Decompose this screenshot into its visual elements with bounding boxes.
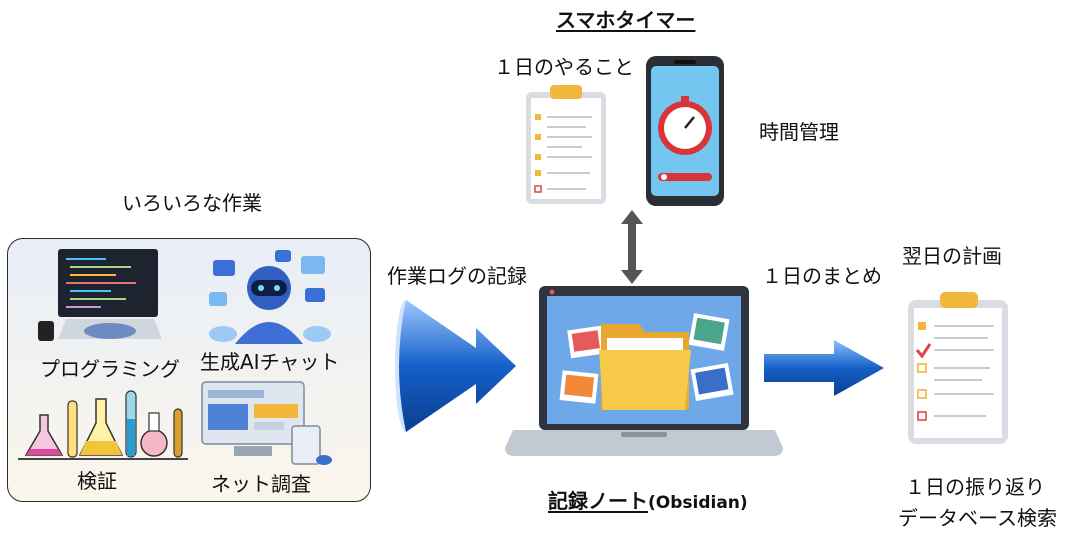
- various-work-label: いろいろな作業: [122, 191, 262, 215]
- daily-summary-label: １日のまとめ: [762, 264, 882, 288]
- ai-robot-icon: [209, 250, 331, 344]
- notebook-sub-label: (Obsidian): [648, 493, 748, 513]
- notebook-title: 記録ノート(Obsidian): [548, 491, 748, 512]
- programming-label: プログラミング: [40, 357, 180, 381]
- plan-clipboard-icon: [908, 292, 1008, 444]
- todo-label: １日のやること: [494, 55, 634, 79]
- programming-icon: [38, 249, 162, 341]
- daily-review-label: １日の振り返り: [905, 475, 1045, 499]
- net-research-label: ネット調査: [211, 472, 311, 496]
- verification-label: 検証: [77, 469, 117, 493]
- smartphone-timer-icon: [646, 56, 724, 206]
- double-arrow-icon: [621, 210, 643, 284]
- database-search-label: データベース検索: [898, 506, 1057, 530]
- web-research-icon: [201, 381, 332, 465]
- summary-arrow-icon: [764, 340, 884, 396]
- todo-clipboard-icon: [526, 85, 606, 204]
- funnel-arrow-icon: [395, 300, 516, 432]
- work-log-label: 作業ログの記録: [387, 264, 527, 288]
- lab-flasks-icon: [18, 390, 188, 460]
- timer-title: スマホタイマー: [556, 8, 696, 32]
- gen-ai-chat-label: 生成AIチャット: [200, 350, 340, 374]
- next-day-plan-label: 翌日の計画: [902, 244, 1002, 268]
- notebook-main-label: 記録ノート: [548, 489, 648, 513]
- time-management-label: 時間管理: [759, 120, 839, 144]
- laptop-obsidian-icon: [505, 286, 783, 456]
